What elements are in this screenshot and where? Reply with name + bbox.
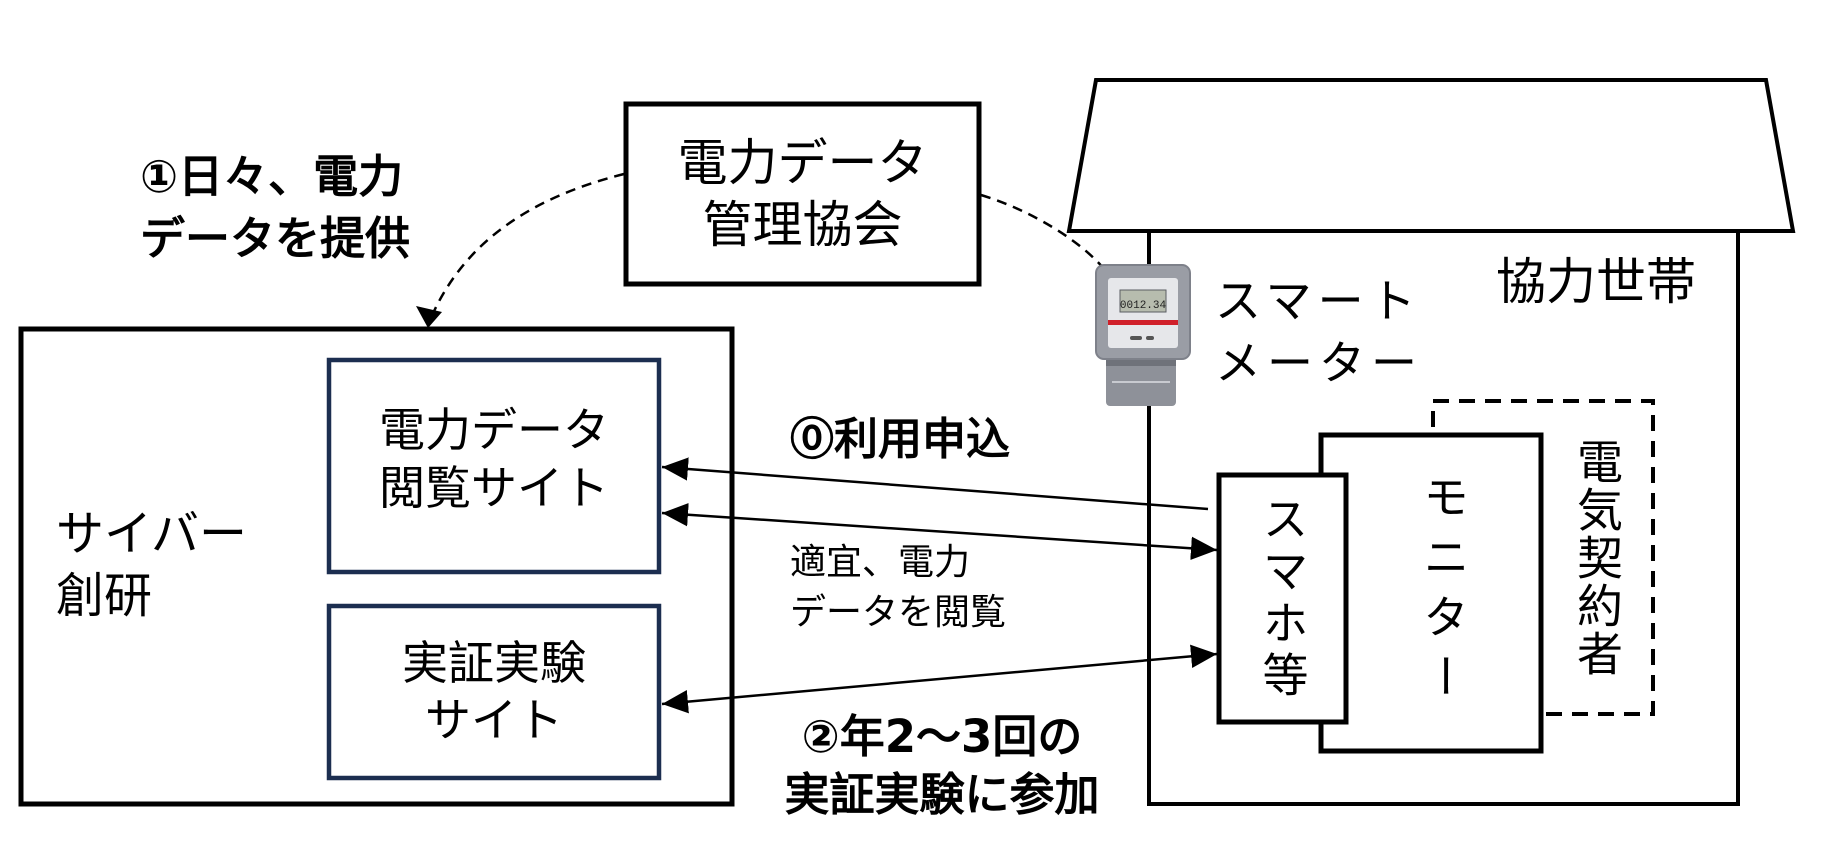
provider-name-line1: 電力データ <box>677 133 928 192</box>
contractor-label: 電気契約者 <box>1570 437 1624 678</box>
provide-data-arrowhead <box>416 306 442 328</box>
meter-label-line2: メーター <box>1215 336 1423 390</box>
company-name-line1: サイバー <box>56 506 248 562</box>
meter-link-line <box>980 193 1106 271</box>
site1-box <box>326 357 662 575</box>
meter-reading: 0012.34 <box>1120 300 1167 312</box>
step0-label: ⓪利用申込 <box>790 414 1010 465</box>
site1-line2: 閲覧サイト <box>379 460 609 515</box>
browse-label: 適宜、電力 データを閲覧 <box>790 538 1006 638</box>
site2-line1: 実証実験 <box>402 635 586 690</box>
meter-label-line1: スマート <box>1215 274 1422 328</box>
browse-line2: データを閲覧 <box>790 592 1007 633</box>
company-name: サイバー 創研 <box>56 503 247 627</box>
step1-line1: ①日々、電力 <box>140 150 404 203</box>
browse-line1: 適宜、電力 <box>790 542 971 583</box>
smart-meter-label: スマート メーター <box>1215 270 1423 394</box>
provide-data-arrow <box>428 172 625 321</box>
site1-line1: 電力データ <box>379 403 609 457</box>
smartphone-label: スマホ等 <box>1255 494 1310 703</box>
monitor-box <box>1318 432 1544 754</box>
provider-label: 電力データ 管理協会 <box>626 104 979 284</box>
step1-label: ①日々、電力 データを提供 <box>140 146 410 270</box>
site2-label: 実証実験 サイト <box>329 606 659 778</box>
site2-line2: サイト <box>425 693 563 747</box>
provider-box <box>623 101 982 287</box>
smartphone-box <box>1216 472 1349 725</box>
step2-line2: 実証実験に参加 <box>784 768 1100 821</box>
smart-meter-icon: 0012.34 <box>1095 264 1191 406</box>
monitor-label: モニター <box>1416 473 1471 713</box>
site1-label: 電力データ 閲覧サイト <box>329 360 659 572</box>
company-name-line2: 創研 <box>56 568 153 624</box>
step1-line2: データを提供 <box>140 212 411 265</box>
browse-arrow <box>661 503 1218 560</box>
site2-box <box>326 603 662 781</box>
household-label: 協力世帯 <box>1496 253 1696 311</box>
application-arrow <box>661 457 1209 511</box>
step2-label: ②年2〜3回の 実証実験に参加 <box>762 708 1122 824</box>
provider-name-line2: 管理協会 <box>702 196 903 254</box>
experiment-arrow <box>661 644 1218 714</box>
house-roof <box>1066 78 1796 233</box>
step2-line1: ②年2〜3回の <box>801 710 1083 763</box>
